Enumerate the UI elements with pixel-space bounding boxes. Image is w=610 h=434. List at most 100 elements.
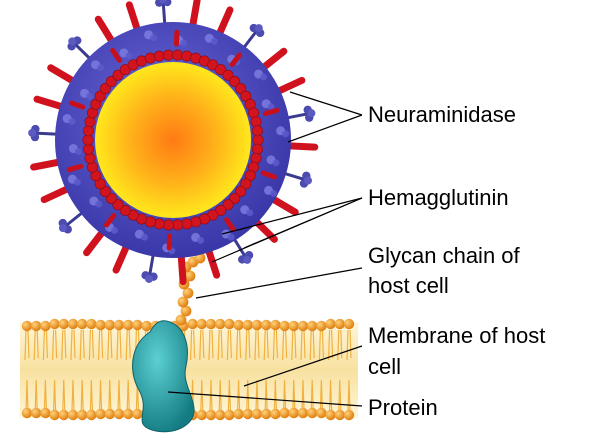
lipid-head: [40, 321, 50, 331]
lipid-head: [325, 410, 335, 420]
lipid-head: [316, 321, 326, 331]
matrix-bead: [154, 51, 164, 61]
envelope-protein: [97, 64, 104, 71]
neuraminidase-head: [307, 109, 315, 117]
lipid-head: [86, 319, 96, 329]
lipid-head: [68, 410, 78, 420]
lipid-head: [59, 319, 69, 329]
lipid-head: [261, 320, 271, 330]
matrix-bead: [252, 144, 262, 154]
matrix-bead: [251, 117, 261, 127]
matrix-bead: [191, 217, 201, 227]
envelope-protein: [197, 237, 204, 244]
envelope-spike: [265, 110, 277, 113]
lipid-head: [105, 320, 115, 330]
label-glycan-line2: host cell: [368, 271, 449, 301]
lipid-head: [22, 408, 32, 418]
lipid-head: [49, 319, 59, 329]
matrix-bead: [145, 53, 155, 63]
lipid-head: [22, 321, 32, 331]
lipid-head: [344, 319, 354, 329]
lipid-head: [252, 409, 262, 419]
label-membrane-line2: cell: [368, 352, 401, 382]
neuraminidase-pointer-1: [290, 92, 362, 115]
lipid-head: [86, 410, 96, 420]
lipid-head: [31, 321, 41, 331]
matrix-bead: [83, 135, 93, 145]
neuraminidase-head: [28, 129, 36, 137]
matrix-bead: [163, 50, 173, 60]
neuraminidase-head: [243, 256, 251, 264]
lipid-head: [270, 409, 280, 419]
lipid-head: [132, 320, 142, 330]
lipid-head: [298, 321, 308, 331]
envelope-protein: [74, 179, 81, 186]
lipid-head: [344, 410, 354, 420]
neuraminidase-head: [68, 37, 76, 45]
lipid-head: [307, 408, 317, 418]
lipid-head: [59, 410, 69, 420]
lipid-head: [49, 410, 59, 420]
lipid-head: [206, 319, 216, 329]
envelope-protein: [273, 159, 280, 166]
envelope-protein: [75, 148, 82, 155]
lipid-head: [224, 319, 234, 329]
envelope-protein: [111, 227, 118, 234]
lipid-head: [95, 409, 105, 419]
matrix-bead: [83, 126, 93, 136]
envelope-spike: [69, 166, 81, 169]
lipid-head: [105, 409, 115, 419]
neuraminidase-head: [304, 177, 312, 185]
lipid-head: [261, 409, 271, 419]
lipid-head: [206, 410, 216, 420]
virus-core: [95, 62, 251, 218]
lipid-head: [197, 410, 207, 420]
envelope-protein: [125, 52, 132, 59]
neuraminidase-head: [145, 275, 153, 283]
matrix-bead: [172, 220, 182, 230]
label-neuraminidase: Neuraminidase: [368, 100, 516, 130]
matrix-bead: [85, 153, 95, 163]
lipid-head: [252, 320, 262, 330]
neuraminidase-head: [255, 24, 263, 32]
envelope-protein: [211, 38, 218, 45]
matrix-bead: [163, 220, 173, 230]
lipid-head: [279, 321, 289, 331]
lipid-head: [114, 320, 124, 330]
lipid-head: [141, 321, 151, 331]
lipid-head: [123, 320, 133, 330]
lipid-head: [307, 321, 317, 331]
lipid-head: [123, 409, 133, 419]
lipid-head: [215, 319, 225, 329]
lipid-head: [68, 319, 78, 329]
matrix-bead: [252, 126, 262, 136]
label-membrane-line1: Membrane of host: [368, 321, 545, 351]
lipid-head: [77, 410, 87, 420]
lipid-head: [243, 320, 253, 330]
lipid-head: [233, 320, 243, 330]
lipid-head: [279, 408, 289, 418]
matrix-bead: [253, 135, 263, 145]
lipid-head: [233, 409, 243, 419]
label-protein: Protein: [368, 393, 438, 423]
envelope-protein: [150, 34, 157, 41]
matrix-bead: [172, 50, 182, 60]
lipid-head: [224, 410, 234, 420]
envelope-protein: [246, 209, 253, 216]
envelope-protein: [228, 234, 235, 241]
lipid-head: [335, 319, 345, 329]
lipid-head: [40, 408, 50, 418]
lipid-head: [77, 319, 87, 329]
glycan-pointer: [196, 268, 362, 298]
envelope-protein: [141, 234, 148, 241]
lipid-head: [289, 408, 299, 418]
envelope-protein: [69, 118, 76, 125]
neuraminidase-head: [59, 224, 67, 232]
matrix-bead: [182, 219, 192, 229]
envelope-protein: [86, 93, 93, 100]
lipid-head: [316, 408, 326, 418]
lipid-head: [95, 320, 105, 330]
lipid-head: [298, 408, 308, 418]
lipid-head: [114, 409, 124, 419]
